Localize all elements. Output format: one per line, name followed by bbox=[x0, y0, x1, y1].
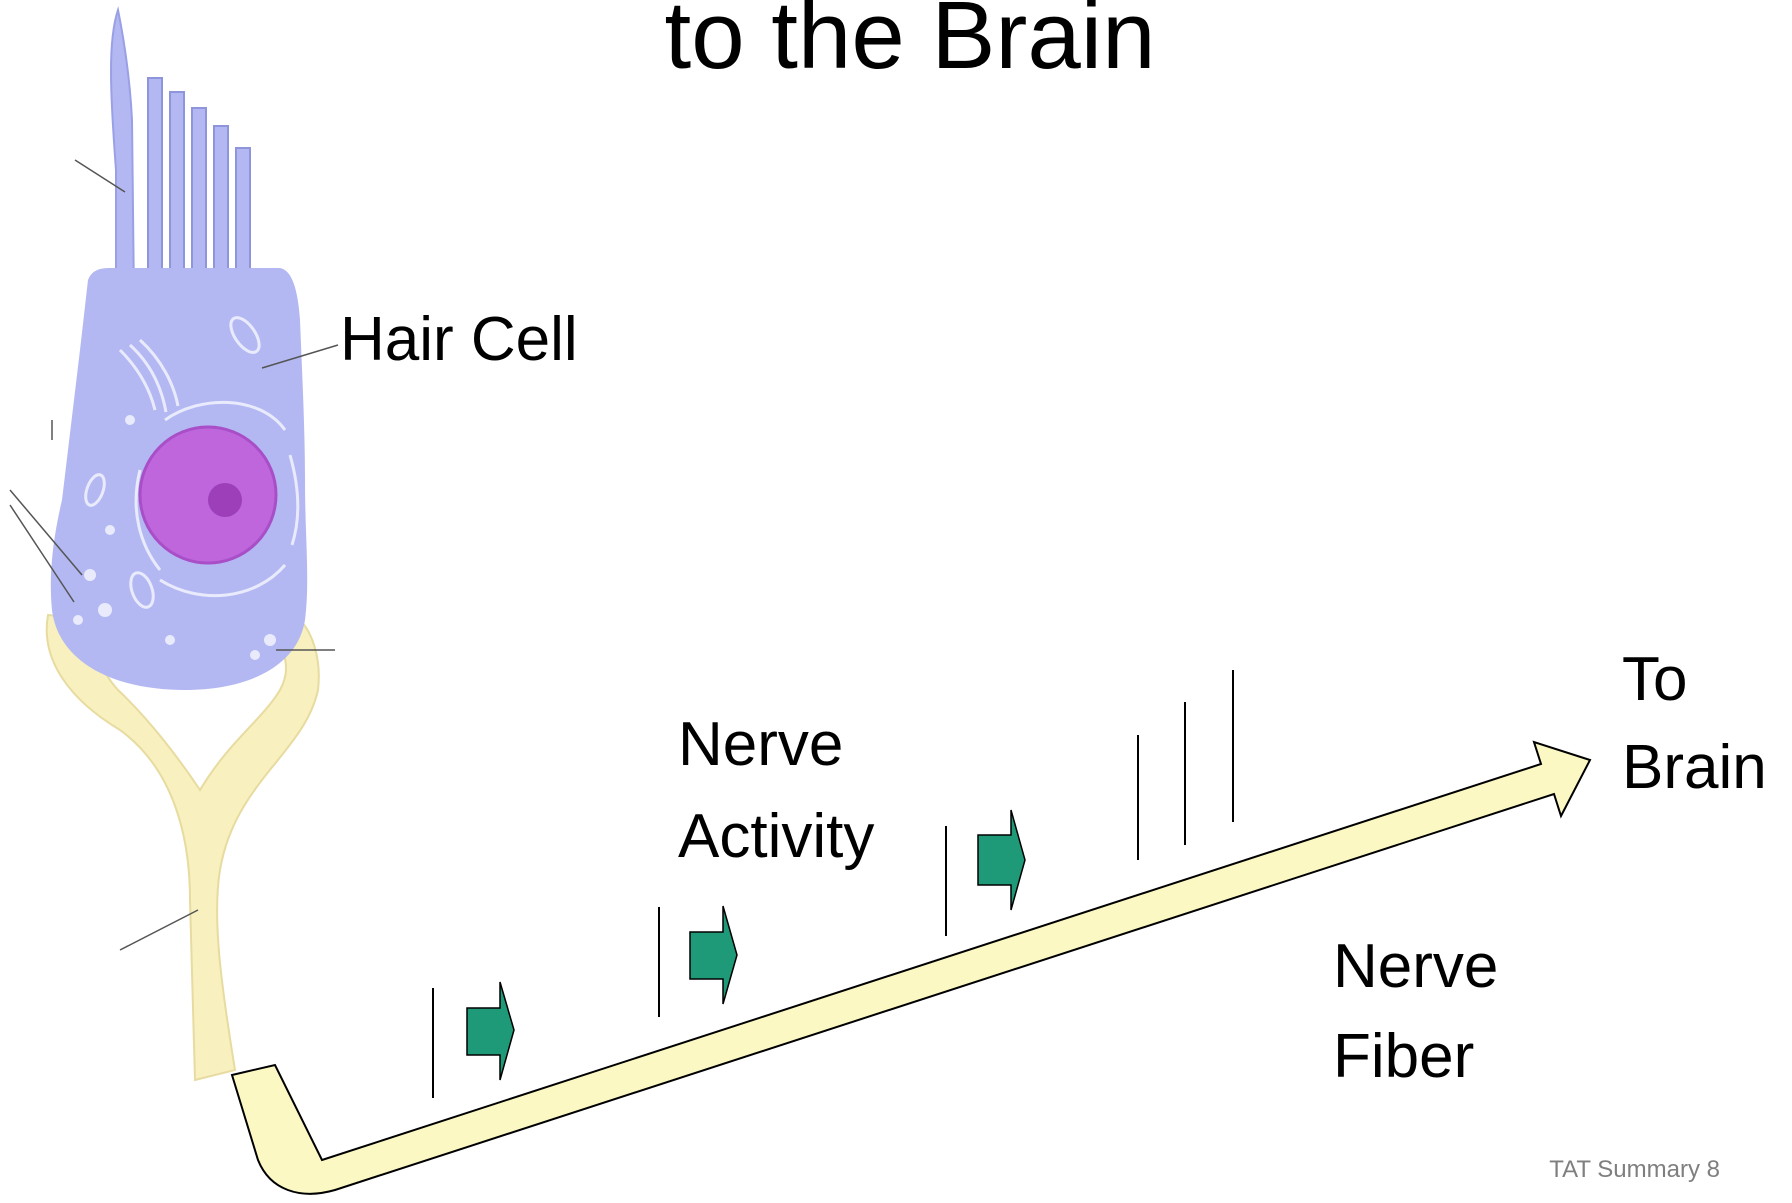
hair-cell-illustration bbox=[10, 10, 338, 1080]
nerve-fiber-line-2: Fiber bbox=[1333, 1022, 1474, 1091]
nerve-activity-label: Nerve Activity bbox=[678, 710, 874, 871]
hair-cell-label: Hair Cell bbox=[340, 305, 578, 374]
to-brain-label: To Brain bbox=[1622, 645, 1767, 802]
nerve-fiber-label: Nerve Fiber bbox=[1333, 932, 1516, 1091]
nerve-fiber-line-1: Nerve bbox=[1333, 932, 1498, 1001]
nerve-activity-line-1: Nerve bbox=[678, 710, 843, 779]
nucleolus bbox=[208, 483, 242, 517]
slide-title: to the Brain bbox=[665, 0, 1156, 89]
to-brain-line-2: Brain bbox=[1622, 733, 1767, 802]
activity-arrow-icon bbox=[978, 810, 1025, 910]
nucleus bbox=[140, 427, 276, 563]
activity-arrow-icon bbox=[690, 906, 737, 1004]
stereocilia bbox=[111, 10, 250, 300]
nerve-activity-line-2: Activity bbox=[678, 802, 874, 871]
to-brain-line-1: To bbox=[1622, 645, 1687, 714]
slide-footer: TAT Summary 8 bbox=[1549, 1156, 1720, 1183]
activity-arrow-icon bbox=[467, 982, 514, 1080]
